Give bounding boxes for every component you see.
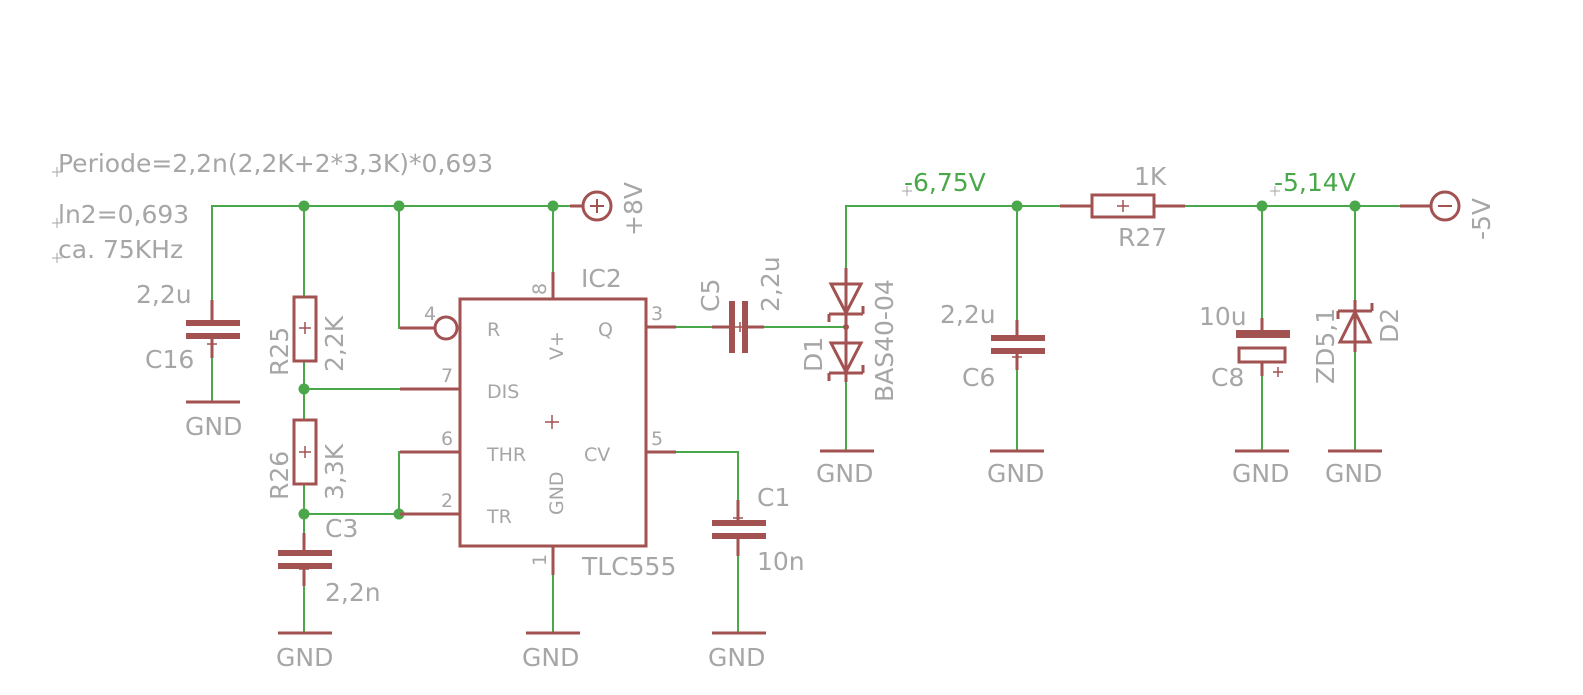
ground-label: GND (987, 459, 1044, 488)
junctions (298, 200, 1361, 520)
junction (393, 508, 405, 520)
ic-value: TLC555 (581, 552, 676, 581)
capacitor-c6: 2,2u C6 (940, 300, 1045, 392)
resistor-r27: 1K R27 (1060, 162, 1185, 252)
pin-name-discharge: DIS (487, 381, 519, 403)
ground-label: GND (185, 412, 242, 441)
pin-number: 1 (529, 554, 551, 566)
ground-symbols: GND GND GND GND GND GND GND GND (185, 400, 1382, 672)
c8-value: 10u (1199, 302, 1247, 331)
ground-ic: GND (522, 631, 580, 672)
pin-number: 6 (441, 428, 453, 450)
c6-value: 2,2u (940, 300, 996, 329)
c16-value: 2,2u (136, 280, 192, 309)
ground-c8: GND (1232, 449, 1289, 488)
ground-c1: GND (708, 631, 766, 672)
pin-name-vcc: V+ (546, 331, 568, 360)
design-notes: Periode=2,2n(2,2K+2*3,3K)*0,693 ln2=0,69… (52, 149, 493, 264)
pin-number: 2 (441, 490, 453, 512)
r25-value: 2,2K (320, 315, 349, 372)
supply-plus-8v: +8V (570, 182, 648, 236)
pin-number: 8 (529, 283, 551, 295)
r27-value: 1K (1134, 162, 1167, 191)
pin-number: 5 (651, 428, 663, 450)
note-frequency: ca. 75KHz (58, 235, 183, 264)
c8-name: C8 (1211, 363, 1244, 392)
net-label-6v75: -6,75V (904, 168, 986, 197)
c3-value: 2,2n (325, 578, 381, 607)
pin-name-ground: GND (546, 471, 568, 515)
junction (298, 200, 310, 212)
junction (547, 200, 559, 212)
pin-number: 4 (424, 303, 436, 325)
r26-name: R26 (265, 451, 294, 500)
ground-label: GND (1325, 459, 1382, 488)
capacitor-c16: 2,2u C16 (136, 280, 240, 374)
r26-value: 3,3K (320, 443, 349, 500)
pin-name-reset: R (487, 319, 500, 341)
pin-number: 7 (441, 365, 453, 387)
d1-value: BAS40-04 (870, 279, 899, 402)
junction (298, 508, 310, 520)
resistor-r26: R26 3,3K (265, 418, 349, 500)
c1-value: 10n (757, 547, 805, 576)
c5-name: C5 (696, 279, 725, 312)
capacitor-c5: C5 2,2u (696, 256, 785, 353)
capacitor-c3: C3 2,2n (278, 514, 381, 607)
junction (1349, 200, 1361, 212)
junction (1011, 200, 1023, 212)
note-period-formula: Periode=2,2n(2,2K+2*3,3K)*0,693 (58, 149, 493, 178)
c6-name: C6 (962, 363, 995, 392)
d1-name: D1 (799, 337, 828, 372)
pin-name-threshold: THR (486, 444, 526, 466)
junction (1256, 200, 1268, 212)
net-labels: -6,75V -5,14V (902, 168, 1356, 197)
ground-d1: GND (816, 449, 874, 488)
ground-label: GND (708, 643, 765, 672)
supply-minus-label: -5V (1467, 198, 1496, 240)
capacitor-c8: 10u C8 (1199, 302, 1290, 392)
diode-d1: D1 BAS40-04 (799, 268, 899, 402)
resistor-r25: R25 2,2K (265, 295, 349, 376)
ground-c3: GND (276, 631, 333, 672)
ground-label: GND (522, 643, 579, 672)
ground-label: GND (816, 459, 873, 488)
pin-number: 3 (651, 303, 663, 325)
ground-d2: GND (1325, 449, 1382, 488)
supply-minus-5v: -5V (1400, 190, 1496, 240)
r27-name: R27 (1118, 223, 1167, 252)
ground-label: GND (1232, 459, 1289, 488)
d2-name: D2 (1375, 308, 1404, 343)
capacitor-c1: C1 10n (712, 483, 805, 576)
ground-label: GND (276, 643, 333, 672)
zener-diode-d2: D2 ZD5,1 (1311, 300, 1404, 384)
r25-name: R25 (265, 327, 294, 376)
c16-name: C16 (145, 345, 194, 374)
c3-name: C3 (325, 514, 358, 543)
c5-value: 2,2u (756, 256, 785, 312)
c1-name: C1 (757, 483, 790, 512)
wires (211, 205, 1421, 633)
supply-plus-label: +8V (619, 182, 648, 236)
ic-tlc555: 4 7 6 2 3 5 8 1 R Q DIS THR CV TR V+ GND… (400, 264, 676, 581)
pin-name-output: Q (598, 319, 613, 341)
net-label-5v14: -5,14V (1274, 168, 1356, 197)
junction (298, 383, 310, 395)
note-ln2: ln2=0,693 (58, 200, 189, 229)
ground-c6: GND (987, 449, 1044, 488)
pin-name-control-voltage: CV (584, 444, 610, 466)
ic-name: IC2 (581, 264, 622, 293)
pin-name-trigger: TR (486, 506, 512, 528)
ground-c16: GND (185, 400, 242, 441)
d2-value: ZD5,1 (1311, 308, 1340, 384)
junction (393, 200, 405, 212)
